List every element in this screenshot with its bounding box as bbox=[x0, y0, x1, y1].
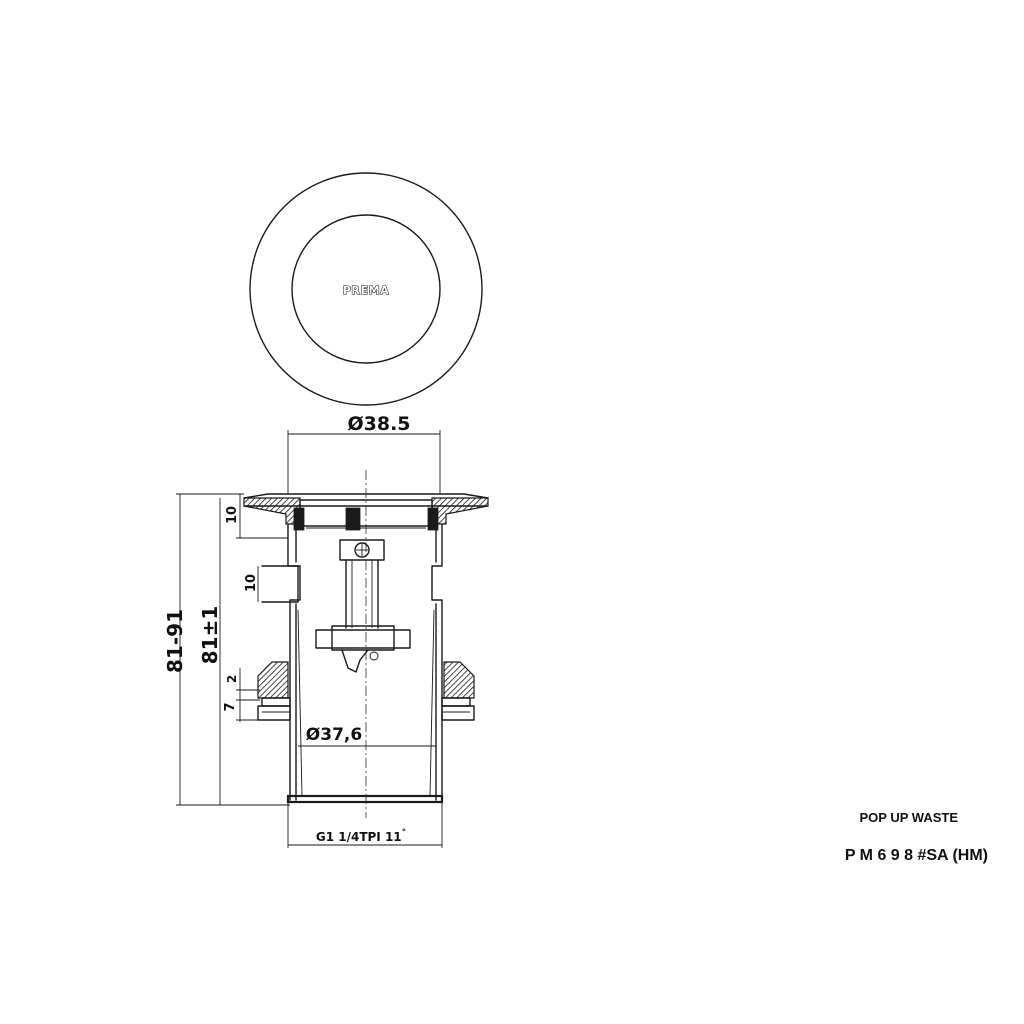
dim-overall-range: 81-91 bbox=[163, 609, 187, 673]
prema-logo-text: PREMA bbox=[343, 284, 390, 297]
dim-nut-height: 7 bbox=[223, 702, 238, 711]
cap-clip-left bbox=[293, 507, 305, 531]
dim-overall-nominal: 81±1 bbox=[198, 606, 222, 665]
screw-head bbox=[354, 542, 370, 558]
dim-nut-gap: 2 bbox=[225, 675, 239, 683]
title-block: POP UP WASTE P M 6 9 8 #SA (HM) bbox=[845, 810, 988, 864]
side-slot bbox=[261, 565, 299, 603]
body-left-wall bbox=[287, 523, 301, 801]
spindle-mechanism bbox=[315, 539, 411, 673]
dim-slot-height: 10 bbox=[244, 574, 259, 592]
cap-clip-right bbox=[427, 507, 439, 531]
flange-right bbox=[431, 497, 489, 525]
body-right-wall bbox=[431, 523, 443, 801]
dimension-labels: Ø38.5 Ø37,6 G1 1/4TPI 11° 81-91 81±1 10 … bbox=[163, 413, 411, 844]
product-code: P M 6 9 8 #SA (HM) bbox=[845, 847, 988, 864]
product-name: POP UP WASTE bbox=[860, 810, 959, 825]
body-bottom bbox=[286, 794, 444, 804]
dim-flange-height: 10 bbox=[225, 506, 240, 524]
top-view: PREMA bbox=[249, 172, 483, 406]
section-view bbox=[243, 470, 489, 818]
dim-body-diameter: Ø37,6 bbox=[306, 725, 362, 745]
dim-top-diameter: Ø38.5 bbox=[347, 413, 410, 435]
lock-nut-left bbox=[257, 661, 291, 721]
flange-top-profile bbox=[243, 493, 489, 499]
lock-nut-right bbox=[441, 661, 475, 721]
flange-left bbox=[243, 497, 301, 525]
dimension-lines bbox=[176, 430, 443, 848]
top-view-outer-ring bbox=[249, 172, 483, 406]
top-view-inner-cap bbox=[291, 214, 441, 364]
cap-clip-center bbox=[345, 507, 361, 531]
spindle-collar bbox=[315, 629, 411, 649]
dim-thread: G1 1/4TPI 11° bbox=[316, 828, 406, 844]
